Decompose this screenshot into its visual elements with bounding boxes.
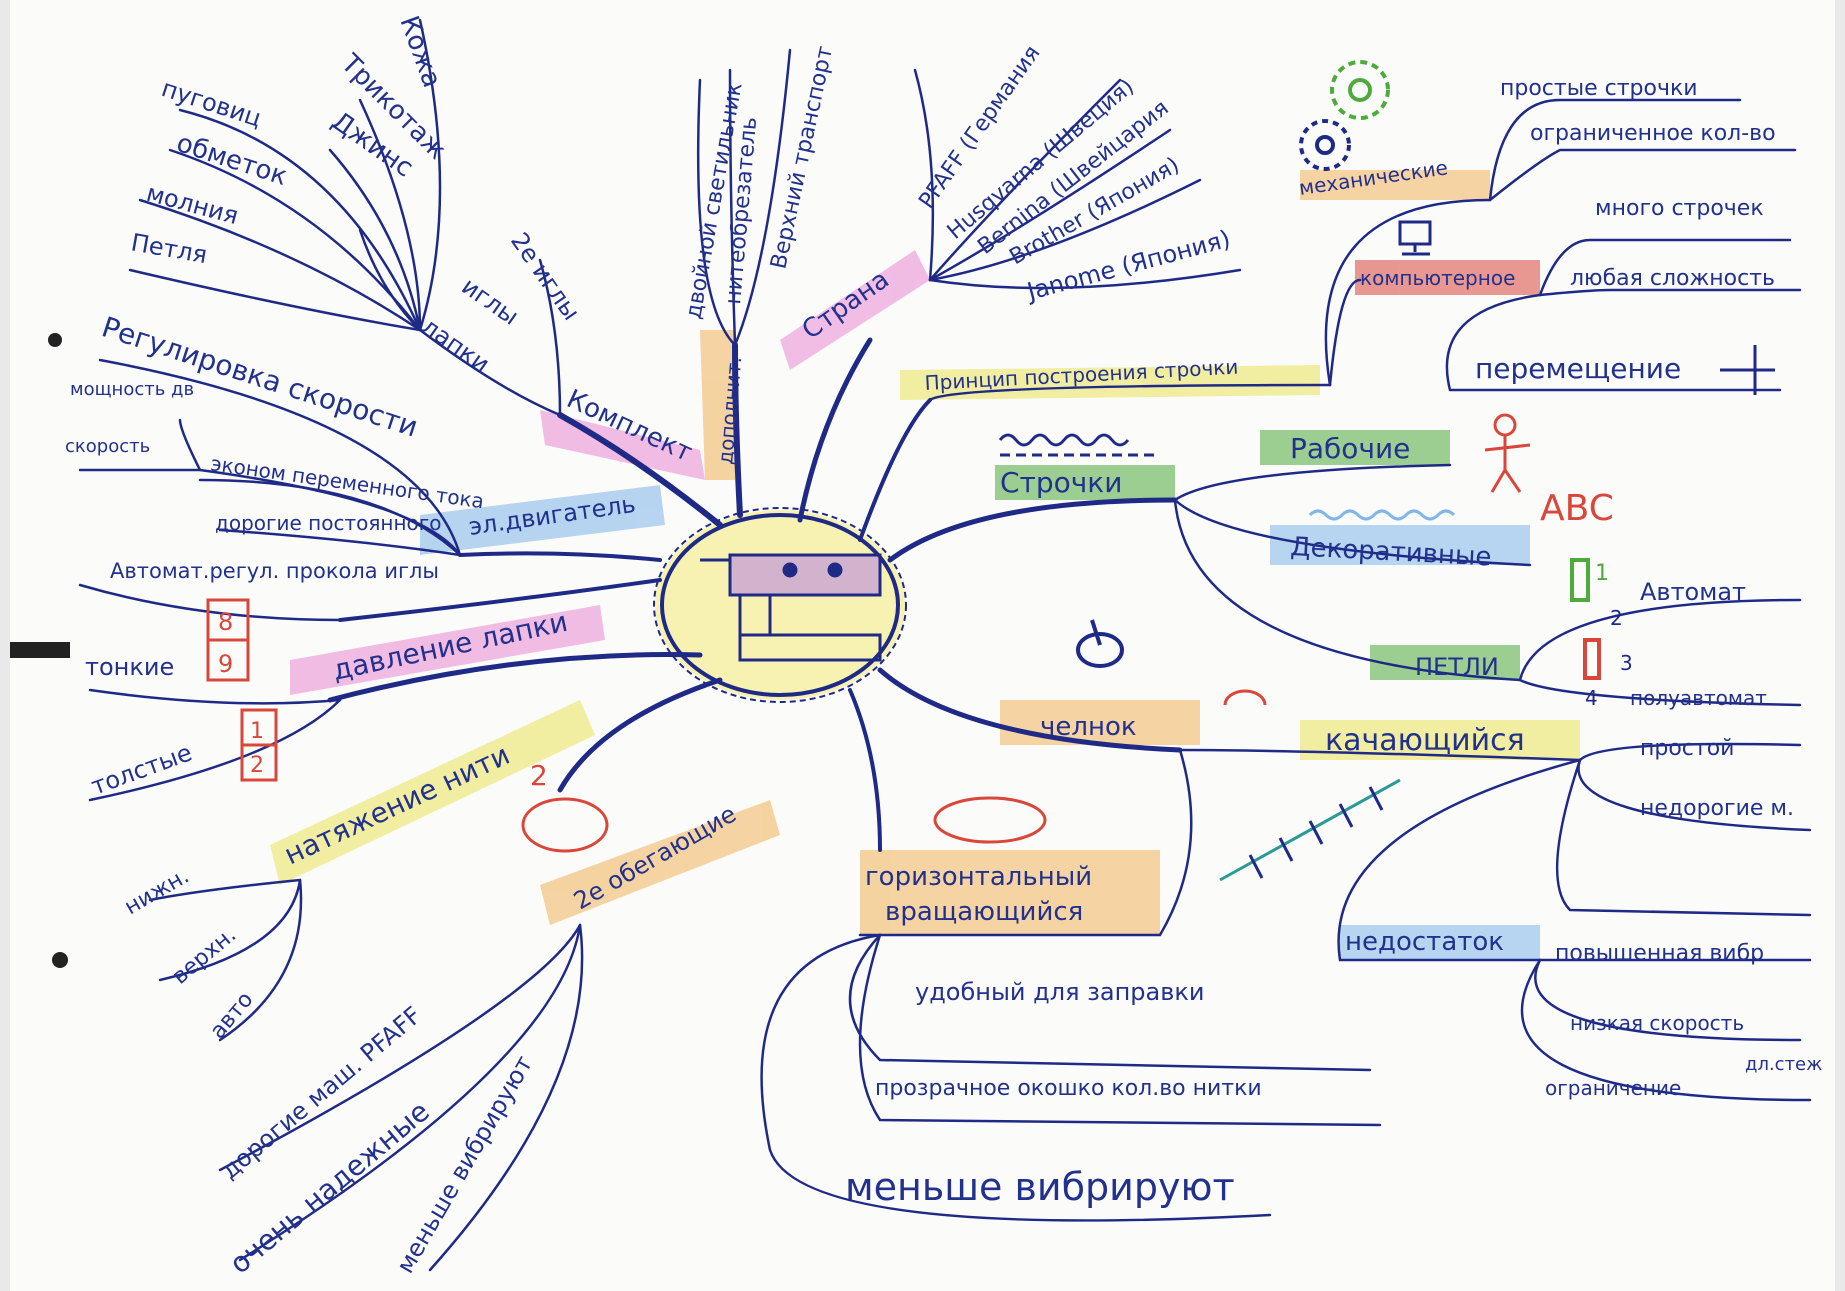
hash-marks: [1219, 778, 1401, 882]
bobbin-icon: [1076, 619, 1124, 668]
label-lubaya-slozhnost: любая сложность: [1570, 266, 1775, 291]
label-tolstye: толстые: [87, 738, 195, 800]
label-dorogie-post: дорогие постоянного: [215, 511, 442, 535]
label-chelnok: челнок: [1040, 712, 1137, 742]
label-udobnyi: удобный для заправки: [915, 978, 1205, 1006]
label-ogranichenie: ограничение: [1545, 1076, 1681, 1100]
move-cross-icon: [1720, 345, 1775, 395]
band-dopolnit: [700, 330, 735, 480]
highlight-bands: [270, 170, 1580, 960]
label-nizhn: нижн.: [121, 864, 194, 921]
label-gorizontalnyi: горизонтальный: [865, 862, 1092, 892]
label-nizkaya-skorost: низкая скорость: [1570, 1011, 1744, 1035]
center-outline-2: [653, 507, 907, 703]
center-glow: [655, 510, 905, 700]
gear-icon-small: [1299, 119, 1351, 171]
band-strochki: [995, 465, 1175, 500]
label-num2: 2: [250, 753, 264, 778]
label-poluavtomat: полуавтомат: [1630, 686, 1767, 710]
label-num9: 9: [218, 650, 233, 678]
label-prostoi: простой: [1640, 736, 1734, 761]
label-kompyuternoe: компьютерное: [1360, 266, 1515, 290]
label-moshchnost: мощность дв: [70, 379, 194, 400]
band-davlenie: [290, 605, 605, 695]
center-outline: [660, 513, 900, 697]
label-menshe-vibr2: меньше вибрируют: [845, 1165, 1235, 1209]
label-prostye-strochki: простые строчки: [1500, 76, 1698, 101]
label-lapki: лапки: [417, 312, 495, 378]
label-dl-stezhka: дл.стеж: [1745, 1054, 1822, 1075]
gear-icon: [1330, 60, 1390, 120]
label-pugovits: пуговиц: [158, 74, 265, 133]
band-kachayushch: [1300, 720, 1580, 760]
buttonhole-icon: [1570, 558, 1590, 602]
label-ogranich-kolvo: ограниченное кол-во: [1530, 121, 1776, 146]
label-tonkie: тонкие: [85, 653, 174, 681]
label-skorost: скорость: [65, 436, 150, 457]
rotate-arrow-icon: [521, 689, 1267, 853]
left-margin-dot-2: [48, 333, 62, 347]
branch-lines: [78, 18, 1812, 1272]
band-gorizont: [860, 850, 1160, 935]
number-box: [206, 598, 278, 782]
label-menshe-vibr1: меньше вибрируют: [391, 1051, 538, 1278]
label-igly: иглы: [457, 272, 524, 331]
band-mehanich: [1300, 170, 1490, 200]
label-dorogie-pfaff: дорогие маш. PFAFF: [216, 1001, 427, 1184]
label-nedostatok: недостаток: [1345, 927, 1504, 957]
band-chelnok: [1000, 700, 1200, 745]
label-petlya: Петля: [129, 228, 209, 269]
label-avtomat: Автомат: [1640, 578, 1746, 606]
band-rabochie: [1260, 430, 1450, 465]
label-molniya: молния: [143, 179, 241, 230]
left-margin-dot: [52, 952, 68, 968]
label-num1b: 1: [1595, 561, 1609, 586]
buttonhole-icon-2: [1583, 638, 1601, 680]
wavy-stitch-icon: [998, 433, 1456, 521]
label-num2c: 2: [1610, 606, 1623, 630]
labels: Кожа Трикотаж Джинс пуговиц обметок молн…: [65, 12, 1822, 1280]
label-num1: 1: [250, 719, 264, 744]
label-natyazhenie: натяжение нити: [279, 738, 515, 871]
band-natyazhenie: [270, 700, 595, 885]
label-mnogo-strochek: много строчек: [1595, 196, 1764, 221]
band-dekorativnye: [1270, 525, 1530, 565]
label-strochki: Строчки: [1000, 466, 1122, 499]
band-strana: [780, 250, 930, 370]
label-regul-skorosti: Регулировка скорости: [98, 310, 422, 443]
label-obmetok: обметок: [173, 128, 291, 192]
label-nedorogie: недорогие м.: [1640, 796, 1794, 821]
person-icon: [1484, 413, 1531, 493]
label-peremeshchenie: перемещение: [1475, 352, 1681, 385]
label-prozrachnoe: прозрачное окошко кол.во нитки: [875, 1076, 1262, 1101]
band-nedostatok: [1340, 925, 1540, 960]
central-image: [653, 507, 907, 703]
label-avtomat-regul: Автомат.регул. прокола иглы: [110, 559, 439, 583]
label-vrashchayushch: вращающийся: [885, 897, 1083, 927]
label-petli: ПЕТЛИ: [1415, 653, 1499, 681]
band-petli: [1370, 645, 1520, 680]
label-num8: 8: [218, 608, 233, 636]
label-kozha: Кожа: [393, 12, 446, 92]
sewing-machine-icon: [700, 553, 882, 662]
paper-sheet: [10, 0, 1835, 1291]
label-abc: ABC: [1540, 488, 1614, 529]
label-kachayushch: качающийся: [1325, 723, 1525, 758]
band-el-dvig: [420, 485, 665, 555]
computer-icon: [1398, 220, 1432, 256]
label-num4: 4: [1585, 686, 1598, 710]
label-rabochie: Рабочие: [1290, 432, 1410, 465]
band-komputer: [1355, 260, 1540, 295]
band-obegaushchie: [540, 800, 780, 925]
label-povysh-vibr: повышенная вибр: [1555, 941, 1764, 966]
label-num2b: 2: [530, 759, 548, 792]
label-num3: 3: [1620, 651, 1633, 675]
